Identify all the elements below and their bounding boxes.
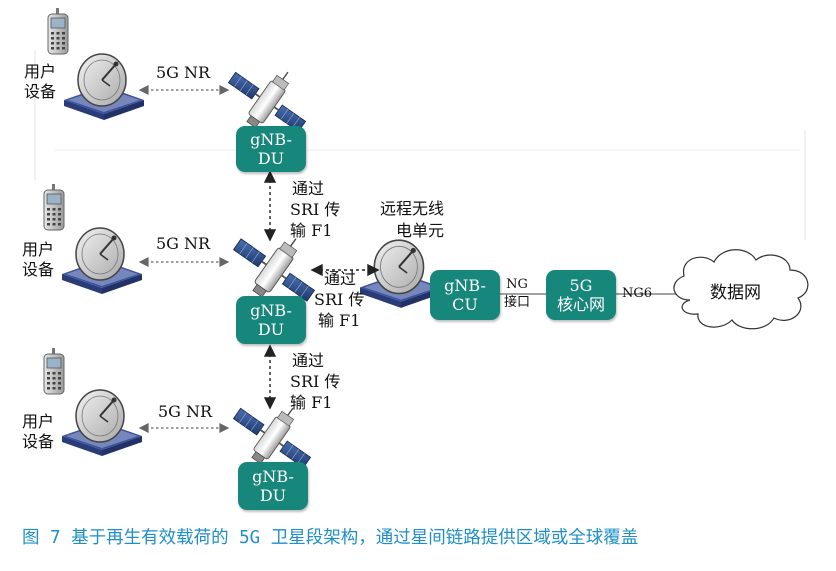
isl-link: [263, 344, 277, 410]
nr-link: [138, 85, 230, 95]
phone-icon: [43, 348, 65, 395]
data-network-cloud: [673, 249, 809, 330]
feeder-link: [310, 263, 380, 277]
gnb-cu-box: gNB-CU: [430, 270, 500, 320]
data-network-label: 数据网: [710, 283, 761, 303]
gnb-du-box: gNB-DU: [236, 296, 306, 344]
phone-icon: [43, 184, 65, 231]
nr-link: [138, 257, 230, 267]
ue-label: 用户设备: [24, 62, 57, 101]
gnb-du-box: gNB-DU: [236, 126, 306, 172]
ue-label: 用户设备: [22, 412, 55, 451]
ue-dish-icon: [62, 389, 142, 457]
isl-link: [263, 170, 277, 242]
nr-label: 5G NR: [158, 402, 213, 421]
remote-radio-label: 远程无线电单元: [380, 199, 445, 240]
figure-caption: 图 7 基于再生有效载荷的 5G 卫星段架构，通过星间链路提供区域或全球覆盖: [22, 528, 639, 548]
ue-dish-icon: [62, 227, 142, 295]
ue-dish-icon: [64, 53, 144, 121]
nr-label: 5G NR: [156, 63, 211, 82]
nr-label: 5G NR: [156, 234, 211, 253]
ng6-label: NG6: [622, 286, 653, 301]
nr-link: [138, 423, 230, 433]
phone-icon: [47, 8, 69, 55]
gnb-du-box: gNB-DU: [238, 462, 308, 510]
ue-label: 用户设备: [22, 240, 55, 279]
